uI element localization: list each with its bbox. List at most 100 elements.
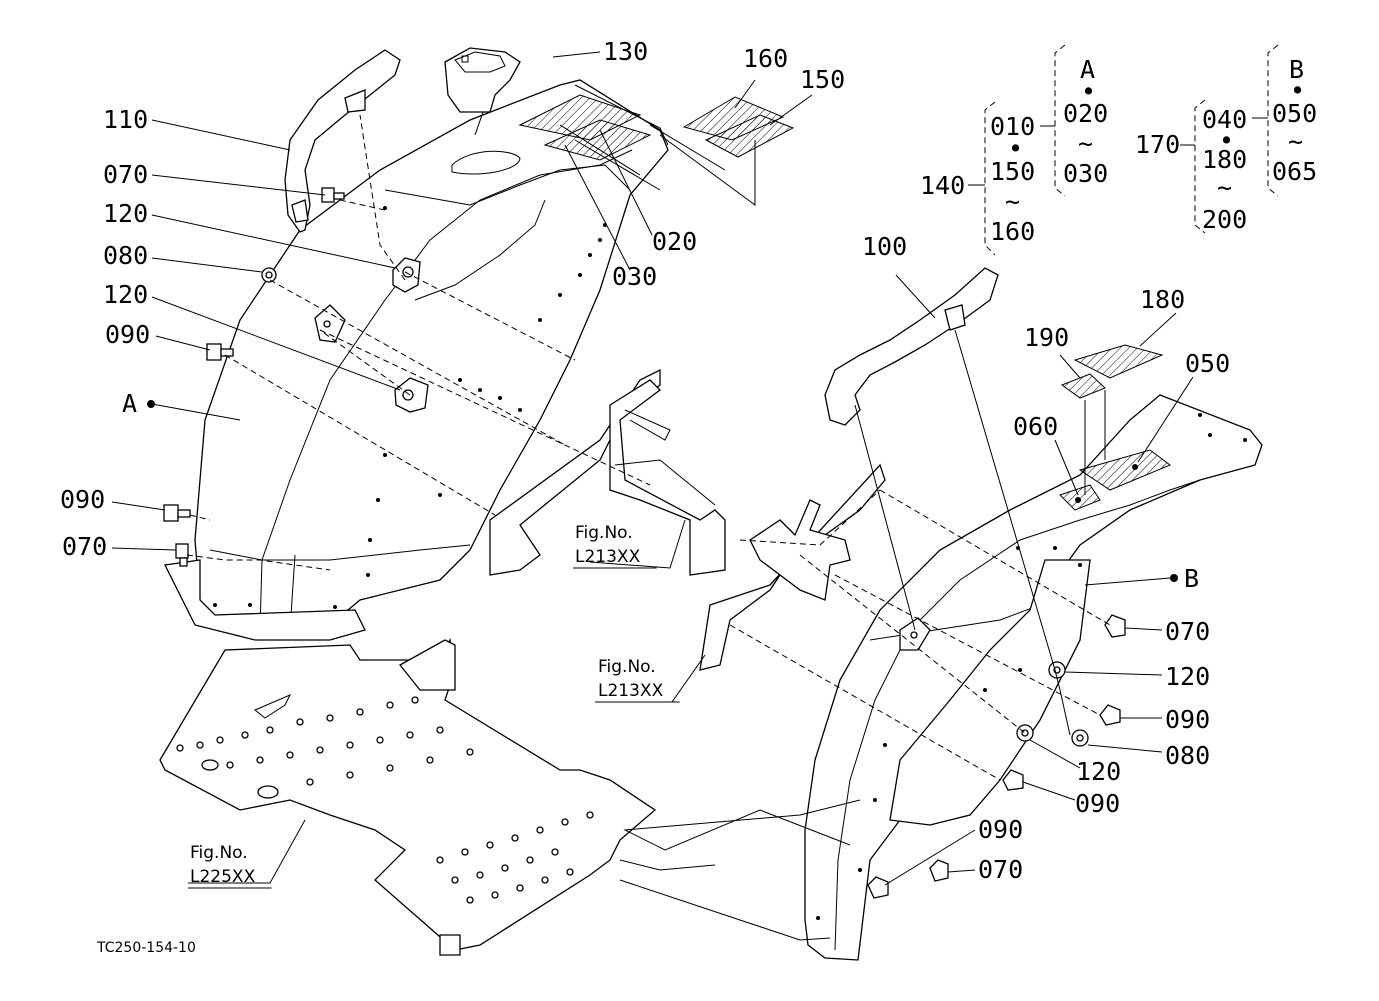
label-110: 110 — [103, 105, 148, 134]
bolt-090e — [867, 876, 889, 899]
label-130: 130 — [603, 37, 648, 66]
group-b-item: 050 — [1272, 99, 1317, 128]
fig-ref-l213-upper: Fig.No. L213XX — [573, 523, 657, 569]
label-020: 020 — [652, 227, 697, 256]
group-b-item: • — [1290, 76, 1305, 105]
washer-right-fender — [899, 617, 931, 651]
group-170-id: 170 — [1135, 130, 1180, 159]
diagram-code: TC250-154-10 — [96, 940, 196, 956]
bolt-070d — [929, 859, 949, 882]
group-140-item: ~ — [1005, 187, 1020, 216]
right-bracket — [699, 463, 886, 671]
decal-180 — [1073, 344, 1164, 379]
ref-dot-b — [1170, 574, 1178, 582]
fig-ref-l225: Fig.No. L225XX — [188, 843, 272, 889]
group-a-item: 020 — [1063, 99, 1108, 128]
label-160: 160 — [743, 44, 788, 73]
label-090: 090 — [978, 815, 1023, 844]
group-a-item: ~ — [1078, 129, 1093, 158]
group-170-item: 180 — [1202, 145, 1247, 174]
group-b-item: ~ — [1288, 127, 1303, 156]
center-bracket-left — [489, 368, 726, 576]
bolt-090b — [163, 504, 191, 522]
label-080: 080 — [103, 241, 148, 270]
ref-label-b: B — [1184, 564, 1199, 593]
group-B: B • 050 ~ 065 — [1267, 44, 1317, 197]
group-b-item: 065 — [1272, 157, 1317, 186]
left-fender — [164, 79, 669, 641]
group-a-title: A — [1080, 55, 1095, 84]
right-fender-holes — [816, 413, 1247, 920]
floor-plate — [159, 637, 657, 956]
washer-120d — [1016, 724, 1034, 742]
bolt-090c — [1099, 704, 1121, 726]
fig-number: L213XX — [598, 681, 664, 701]
label-060: 060 — [1013, 412, 1058, 441]
grip-110 — [284, 49, 401, 233]
fig-number: L225XX — [190, 867, 256, 887]
assembly-lines — [186, 111, 1111, 941]
label-120: 120 — [103, 280, 148, 309]
washer-120a — [392, 257, 421, 293]
label-120: 120 — [103, 199, 148, 228]
decal-190 — [1060, 373, 1106, 399]
group-A: A • 020 ~ 030 — [1054, 44, 1108, 197]
group-170-item: 200 — [1202, 205, 1247, 234]
group-140-id: 140 — [920, 171, 965, 200]
nut-080a — [261, 267, 277, 283]
group-170-item: 040 — [1202, 105, 1247, 134]
group-b-title: B — [1289, 55, 1304, 84]
fender-holes — [213, 206, 607, 609]
cup-holder-130 — [444, 47, 521, 113]
part-labels: 110 070 120 080 120 090 090 070 130 160 … — [60, 37, 1230, 884]
bracket-pad — [314, 304, 346, 343]
group-140-item: 010 — [990, 112, 1035, 141]
label-120: 120 — [1076, 757, 1121, 786]
group-140-item: 150 — [990, 157, 1035, 186]
ref-label-a: A — [122, 389, 137, 418]
fig-title: Fig.No. — [575, 523, 633, 543]
label-100: 100 — [862, 232, 907, 261]
group-140: 140 010 • 150 ~ 160 — [920, 101, 1055, 256]
right-fender — [804, 394, 1263, 961]
label-030: 030 — [612, 262, 657, 291]
group-170-item: ~ — [1217, 173, 1232, 202]
washer-120c — [1048, 661, 1066, 679]
fig-ref-l213-lower: Fig.No. L213XX — [596, 657, 680, 703]
label-070: 070 — [978, 855, 1023, 884]
ref-dot-a — [147, 400, 155, 408]
label-180: 180 — [1140, 285, 1185, 314]
grip-100 — [824, 267, 999, 426]
label-080: 080 — [1165, 741, 1210, 770]
decal-150 — [704, 114, 795, 158]
nut-080b — [1071, 729, 1089, 747]
label-120: 120 — [1165, 662, 1210, 691]
leader-lines — [111, 51, 1194, 886]
fig-title: Fig.No. — [190, 843, 248, 863]
label-090: 090 — [105, 320, 150, 349]
label-090: 090 — [1165, 705, 1210, 734]
label-070: 070 — [62, 532, 107, 561]
label-150: 150 — [800, 65, 845, 94]
group-170-item: • — [1219, 126, 1234, 155]
label-090: 090 — [60, 485, 105, 514]
bolt-070c — [1104, 614, 1126, 638]
fig-number: L213XX — [575, 547, 641, 567]
group-a-item: • — [1081, 77, 1096, 106]
washer-120b — [394, 377, 429, 413]
label-050: 050 — [1185, 349, 1230, 378]
bolt-070b — [175, 543, 189, 567]
fig-title: Fig.No. — [598, 657, 656, 677]
group-140-item: 160 — [990, 217, 1035, 246]
bolt-070a — [321, 187, 345, 203]
label-190: 190 — [1024, 323, 1069, 352]
group-140-item: • — [1008, 134, 1023, 163]
bolt-090d — [1002, 769, 1024, 791]
label-090: 090 — [1075, 789, 1120, 818]
label-070: 070 — [1165, 617, 1210, 646]
bolt-090a — [206, 343, 234, 361]
label-070: 070 — [103, 160, 148, 189]
group-a-item: 030 — [1063, 159, 1108, 188]
group-170: 170 040 • 180 ~ 200 — [1135, 99, 1268, 234]
